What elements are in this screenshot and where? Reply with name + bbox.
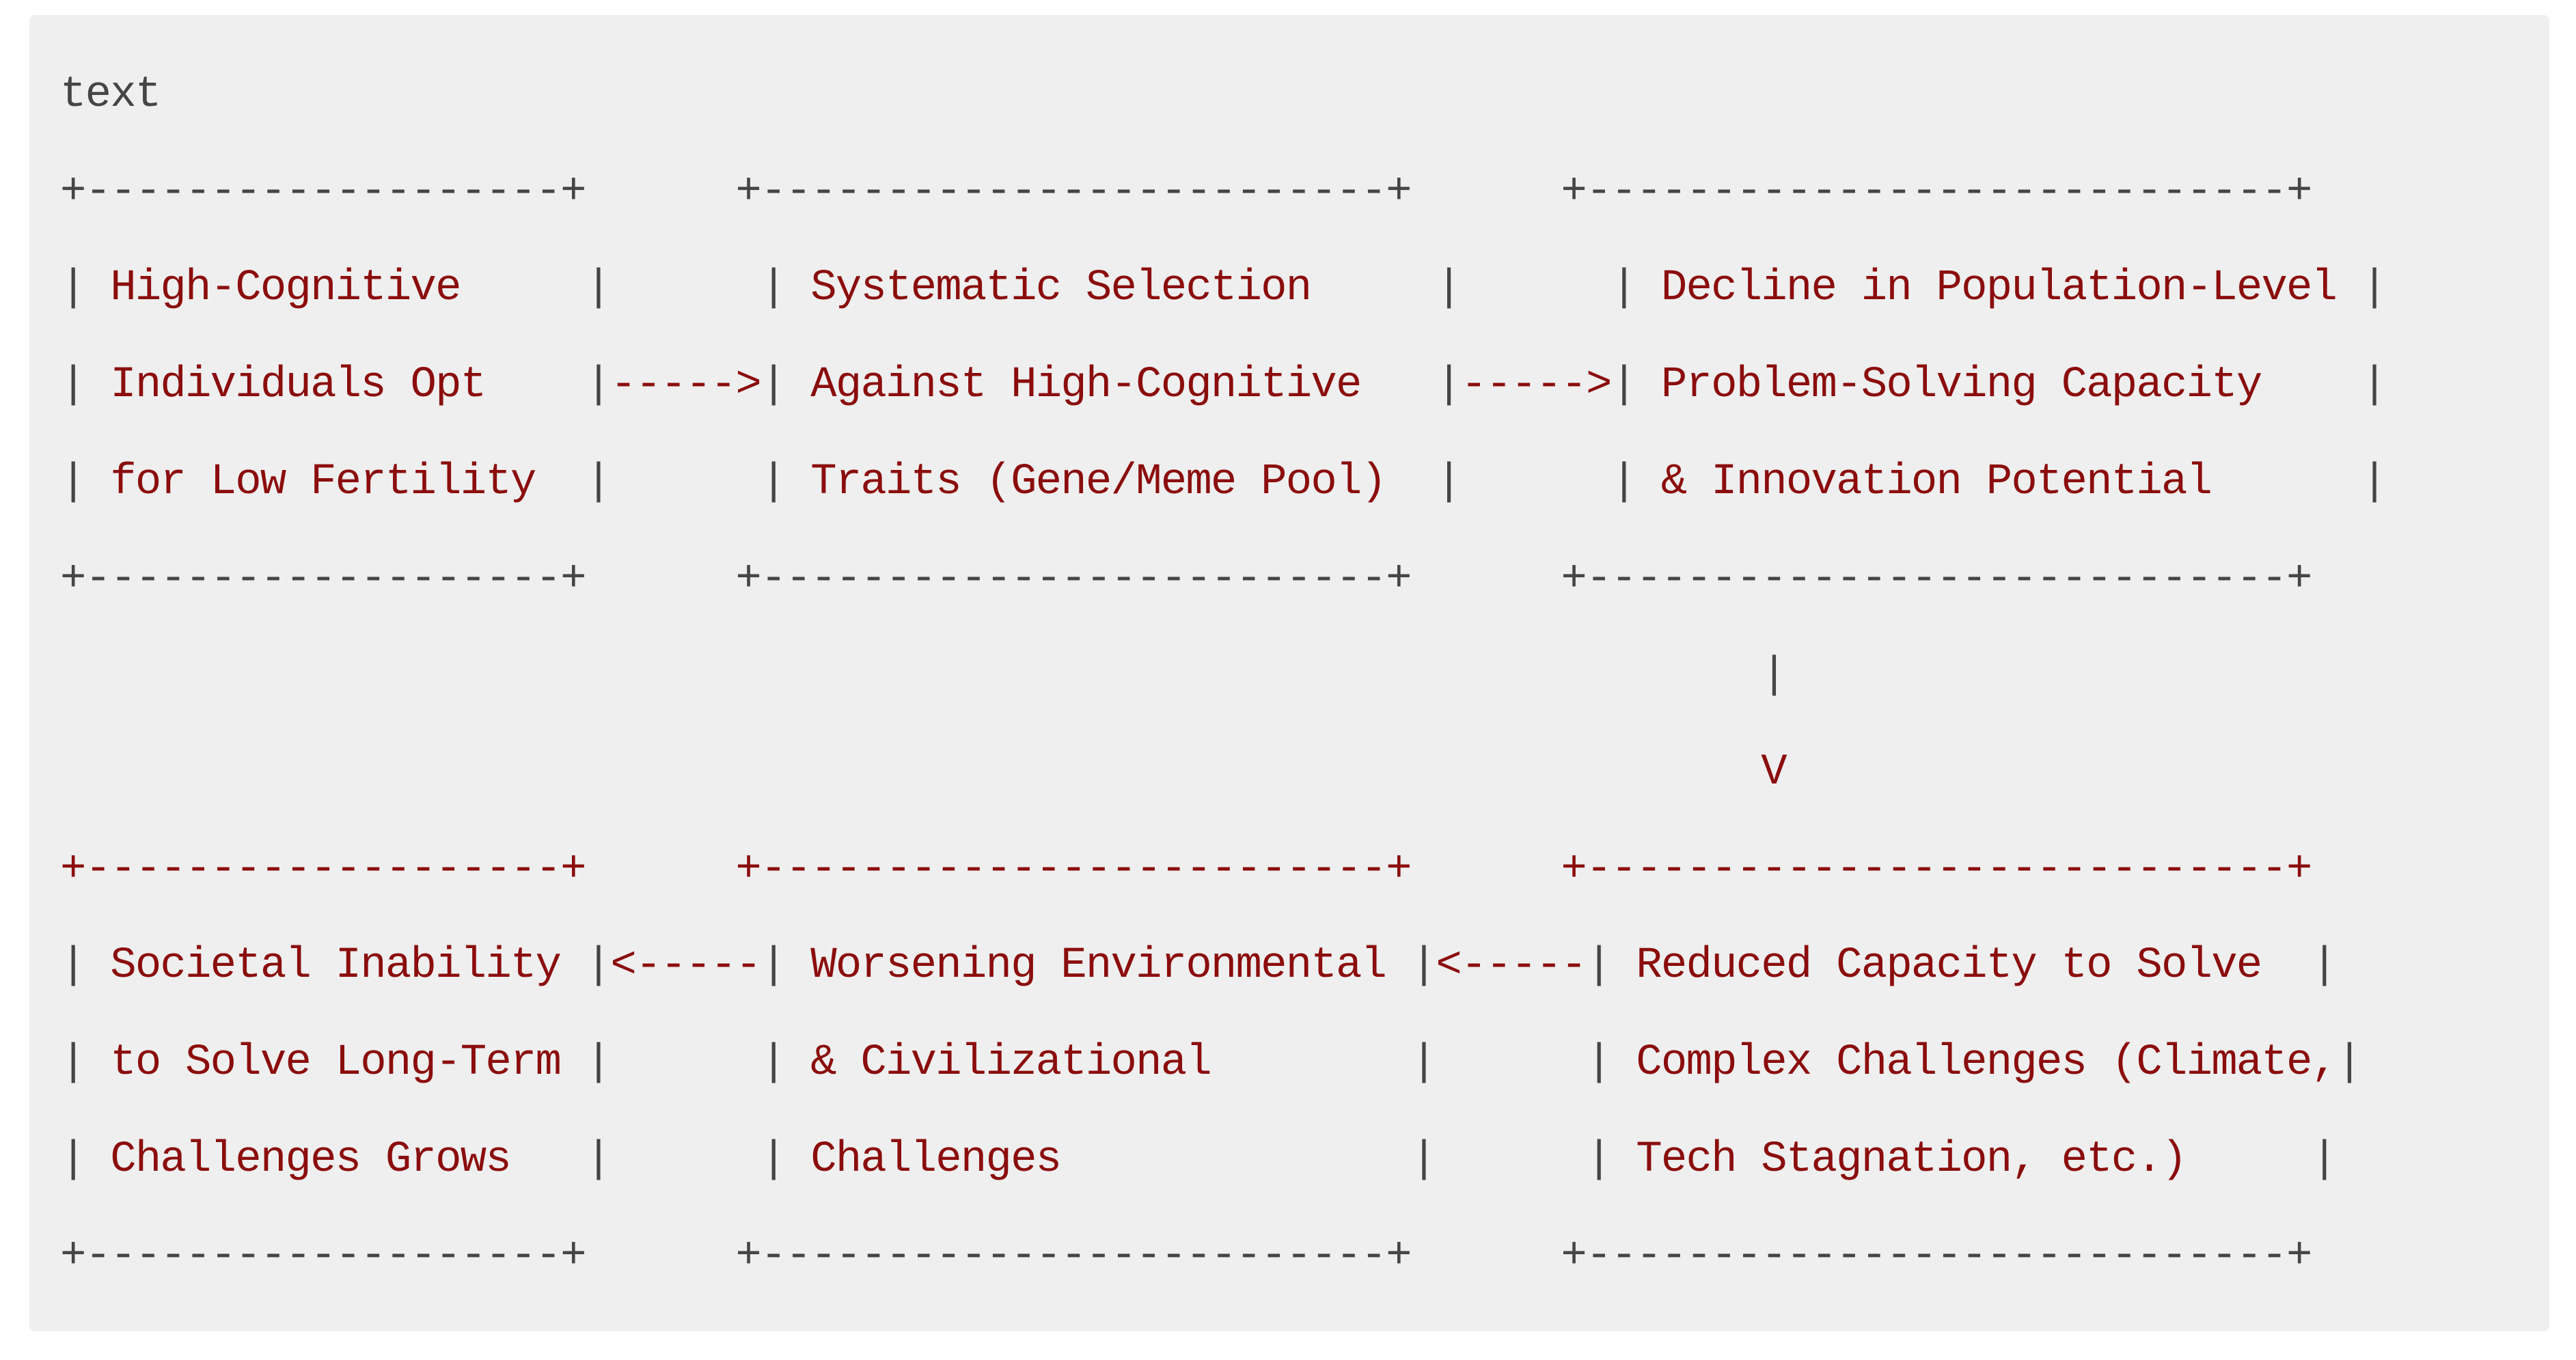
diagram-text-segment: Reduced Capacity to Solve (1636, 941, 2262, 991)
diagram-text-segment: High-Cognitive (110, 264, 461, 314)
diagram-text-segment: Societal Inability (110, 941, 562, 991)
diagram-text-segment: to Solve Long-Term (110, 1038, 562, 1088)
diagram-structure-segment: +----------------------------+ (1561, 1232, 2312, 1281)
diagram-structure-segment: | (761, 457, 786, 507)
diagram-structure-segment: | (60, 361, 86, 411)
diagram-text-segment: for Low Fertility (110, 457, 536, 507)
diagram-structure-segment: | (1410, 941, 1437, 991)
diagram-line-11: | Challenges Grows | | Challenges | | Te… (60, 1135, 2338, 1184)
diagram-text-segment: -----> (1461, 361, 1612, 411)
code-block: text +-------------------+ +------------… (29, 15, 2549, 1331)
diagram-line-6: | (60, 651, 1787, 701)
diagram-text-segment: <----- (610, 941, 761, 991)
diagram-structure-segment: | (761, 1038, 786, 1088)
diagram-text-segment: & Innovation Potential (1660, 457, 2212, 507)
diagram-structure-segment: | (2361, 457, 2387, 507)
diagram-structure-segment: | (1611, 457, 1637, 507)
diagram-text-segment: V (1761, 747, 1787, 797)
diagram-structure-segment: | (2336, 1038, 2362, 1088)
diagram-structure-segment: | (1410, 1038, 1437, 1088)
diagram-text-segment: Problem-Solving Capacity (1660, 361, 2262, 411)
diagram-text-segment: <----- (1436, 941, 1587, 991)
diagram-structure-segment: | (761, 361, 786, 411)
diagram-text-segment: Decline in Population-Level (1660, 264, 2338, 314)
diagram-structure-segment: | (761, 941, 786, 991)
ascii-diagram: text +-------------------+ +------------… (60, 47, 2549, 1305)
diagram-structure-segment: | (2361, 361, 2387, 411)
diagram-structure-segment: | (60, 941, 86, 991)
diagram-structure-segment: | (1436, 361, 1462, 411)
diagram-structure-segment: | (2311, 941, 2338, 991)
diagram-structure-segment: | (1611, 361, 1637, 411)
diagram-text-segment: -----> (610, 361, 761, 411)
diagram-structure-segment: +-------------------+ (60, 167, 587, 217)
diagram-structure-segment: | (1761, 651, 1787, 701)
diagram-structure-segment: +-------------------------+ (735, 1232, 1412, 1281)
diagram-structure-segment: text (60, 70, 161, 120)
diagram-structure-segment: | (585, 361, 612, 411)
diagram-text-segment: +-------------------------+ (735, 844, 1412, 894)
diagram-text-segment: +----------------------------+ (1561, 844, 2312, 894)
diagram-line-12: +-------------------+ +-----------------… (60, 1232, 2312, 1281)
diagram-structure-segment: | (60, 1038, 86, 1088)
diagram-structure-segment: +-------------------------+ (735, 167, 1412, 217)
diagram-structure-segment: +----------------------------+ (1561, 554, 2312, 604)
diagram-text-segment: Complex Challenges (Climate, (1636, 1038, 2338, 1088)
diagram-structure-segment: +-------------------------+ (735, 554, 1412, 604)
diagram-line-4: | for Low Fertility | | Traits (Gene/Mem… (60, 457, 2387, 507)
diagram-line-5: +-------------------+ +-----------------… (60, 555, 2312, 604)
diagram-structure-segment: | (1586, 1038, 1612, 1088)
diagram-structure-segment: | (1586, 1135, 1612, 1184)
diagram-structure-segment: | (1586, 941, 1612, 991)
diagram-line-2: | High-Cognitive | | Systematic Selectio… (60, 264, 2387, 314)
diagram-structure-segment: | (60, 264, 86, 314)
diagram-text-segment: Challenges (810, 1135, 1062, 1184)
diagram-text-segment: Against High-Cognitive (810, 361, 1362, 411)
diagram-line-1: +-------------------+ +-----------------… (60, 167, 2312, 217)
diagram-structure-segment: | (585, 1038, 612, 1088)
diagram-structure-segment: | (1436, 264, 1462, 314)
diagram-text-segment: +-------------------+ (60, 844, 587, 894)
diagram-structure-segment: | (60, 457, 86, 507)
diagram-line-10: | to Solve Long-Term | | & Civilizationa… (60, 1038, 2363, 1088)
diagram-structure-segment: | (585, 264, 612, 314)
diagram-text-segment: Individuals Opt (110, 361, 487, 411)
diagram-line-3: | Individuals Opt |----->| Against High-… (60, 361, 2387, 411)
diagram-structure-segment: | (60, 1135, 86, 1184)
diagram-line-9: | Societal Inability |<-----| Worsening … (60, 941, 2338, 991)
diagram-structure-segment: | (2361, 264, 2387, 314)
diagram-line-7: V (60, 747, 1787, 797)
diagram-structure-segment: | (761, 264, 786, 314)
diagram-structure-segment: | (1436, 457, 1462, 507)
diagram-structure-segment: | (585, 1135, 612, 1184)
diagram-line-8: +-------------------+ +-----------------… (60, 845, 2312, 894)
diagram-text-segment: Traits (Gene/Meme Pool) (810, 457, 1387, 507)
diagram-structure-segment: | (2311, 1135, 2338, 1184)
diagram-structure-segment: | (585, 457, 612, 507)
diagram-structure-segment: +-------------------+ (60, 554, 587, 604)
diagram-text-segment: Challenges Grows (110, 1135, 512, 1184)
diagram-text-segment: & Civilizational (810, 1038, 1212, 1088)
diagram-structure-segment: | (585, 941, 612, 991)
diagram-structure-segment: | (1410, 1135, 1437, 1184)
diagram-structure-segment: | (761, 1135, 786, 1184)
diagram-text-segment: Worsening Environmental (810, 941, 1387, 991)
diagram-structure-segment: | (1611, 264, 1637, 314)
diagram-text-segment: Tech Stagnation, etc.) (1636, 1135, 2187, 1184)
diagram-text-segment: Systematic Selection (810, 264, 1312, 314)
diagram-line-0: text (60, 70, 161, 120)
diagram-structure-segment: +-------------------+ (60, 1232, 587, 1281)
diagram-structure-segment: +----------------------------+ (1561, 167, 2312, 217)
